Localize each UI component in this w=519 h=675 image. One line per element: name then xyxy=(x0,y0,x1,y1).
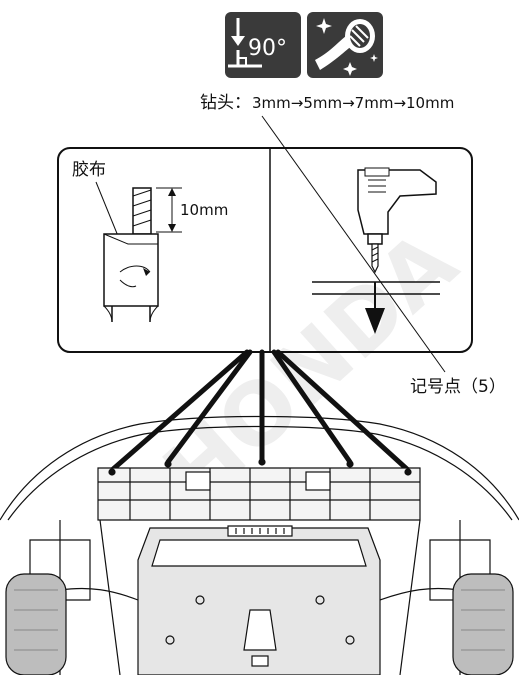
sealant-applicator-icon xyxy=(307,12,383,78)
sequence-leader-line xyxy=(261,115,446,373)
drill-bit-sequence: 3mm→5mm→7mm→10mm xyxy=(252,94,454,112)
perpendicular-drill-90-icon: 90° xyxy=(225,12,301,78)
tape-detail: 胶布 10mm xyxy=(72,160,228,323)
vehicle-underbody xyxy=(0,415,519,675)
dimension-label: 10mm xyxy=(180,201,228,219)
angle-90-text: 90° xyxy=(248,36,287,61)
detail-panel xyxy=(57,147,473,353)
drill-bit-label: 钻头： xyxy=(200,93,251,113)
drill-detail xyxy=(312,167,440,334)
front-right-tire xyxy=(452,573,514,675)
marking-point-callout: 记号点（5） xyxy=(410,377,506,397)
front-left-tire xyxy=(5,573,67,675)
tape-label: 胶布 xyxy=(72,160,106,180)
marking-point-leaders xyxy=(109,349,411,473)
